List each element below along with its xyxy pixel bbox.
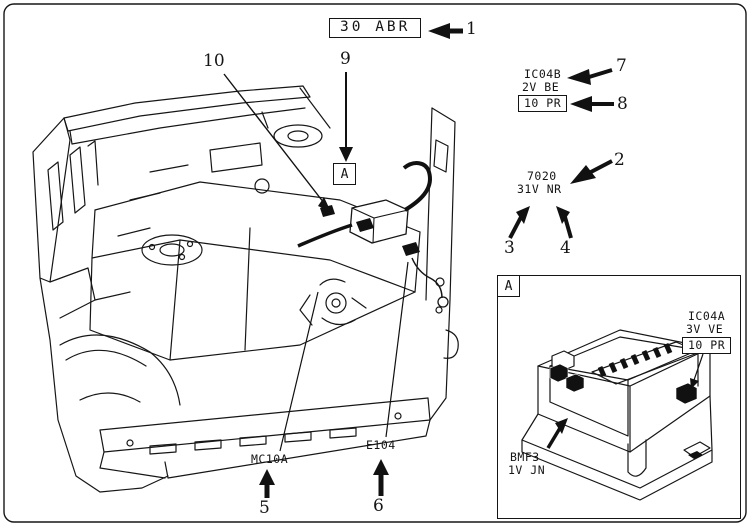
detail-marker-a: A	[333, 163, 356, 185]
callout-arrow-6	[373, 459, 389, 496]
connector-blob-mc10a	[356, 218, 374, 232]
connector-label-ic04a: IC04A	[688, 309, 726, 323]
callout-number-10: 10	[203, 51, 225, 71]
connector-label-ic04b: IC04B	[524, 67, 562, 81]
connector-label-bmf3: BMF3	[510, 450, 540, 464]
inset-detail-line-art	[521, 329, 713, 501]
connector-wire-7020: 31V NR	[517, 182, 562, 196]
label-leader-lines	[279, 261, 409, 452]
inset-connectors-art	[546, 342, 704, 459]
inset-leader-ic04a	[692, 353, 704, 384]
callout-arrow-4	[556, 206, 573, 239]
callout-number-8: 8	[617, 94, 628, 114]
callout-arrow-9	[339, 72, 353, 162]
callout-arrows	[223, 23, 614, 498]
callout-leader-10	[223, 73, 331, 212]
connector-pin-box-ic04a: 10 PR	[682, 337, 732, 354]
callout-arrow-5	[259, 469, 275, 498]
callout-number-2: 2	[614, 150, 625, 170]
connector-wire-ic04a: 3V VE	[686, 322, 724, 336]
connector-label-mc10a: MC10A	[251, 452, 289, 466]
inset-arrows	[546, 353, 704, 449]
connector-pin-box-ic04b: 10 PR	[518, 95, 568, 112]
callout-arrow-7	[567, 68, 613, 85]
abs-unit-art	[297, 161, 449, 308]
fuse-slot-hatching	[597, 342, 673, 378]
connector-blob-bmf3-2	[565, 373, 585, 393]
connector-label-e104: E104	[366, 438, 396, 452]
callout-number-7: 7	[616, 56, 627, 76]
inset-marker-a: A	[497, 275, 520, 297]
callout-number-5: 5	[259, 498, 270, 518]
callout-arrow-8	[570, 96, 614, 112]
connector-wire-bmf3: 1V JN	[508, 463, 546, 477]
component-code-box: 30 ABR	[329, 18, 422, 38]
page-border	[3, 3, 747, 523]
connector-blob-small	[688, 451, 703, 459]
callout-arrow-3	[508, 206, 530, 239]
inset-arrow-bmf3	[555, 418, 568, 434]
connector-label-7020: 7020	[527, 169, 557, 183]
callout-number-1: 1	[466, 19, 477, 39]
connector-blob-bmf3-1	[549, 363, 569, 383]
connector-blob-e104	[402, 242, 420, 256]
callout-arrow-1	[428, 23, 463, 39]
callout-number-9: 9	[340, 49, 351, 69]
connector-wire-ic04b: 2V BE	[522, 80, 560, 94]
callout-number-6: 6	[373, 496, 384, 516]
engine-bay-line-art	[32, 85, 459, 493]
callout-arrow-2	[570, 159, 613, 184]
callout-number-4: 4	[560, 238, 571, 258]
callout-number-3: 3	[504, 238, 515, 258]
